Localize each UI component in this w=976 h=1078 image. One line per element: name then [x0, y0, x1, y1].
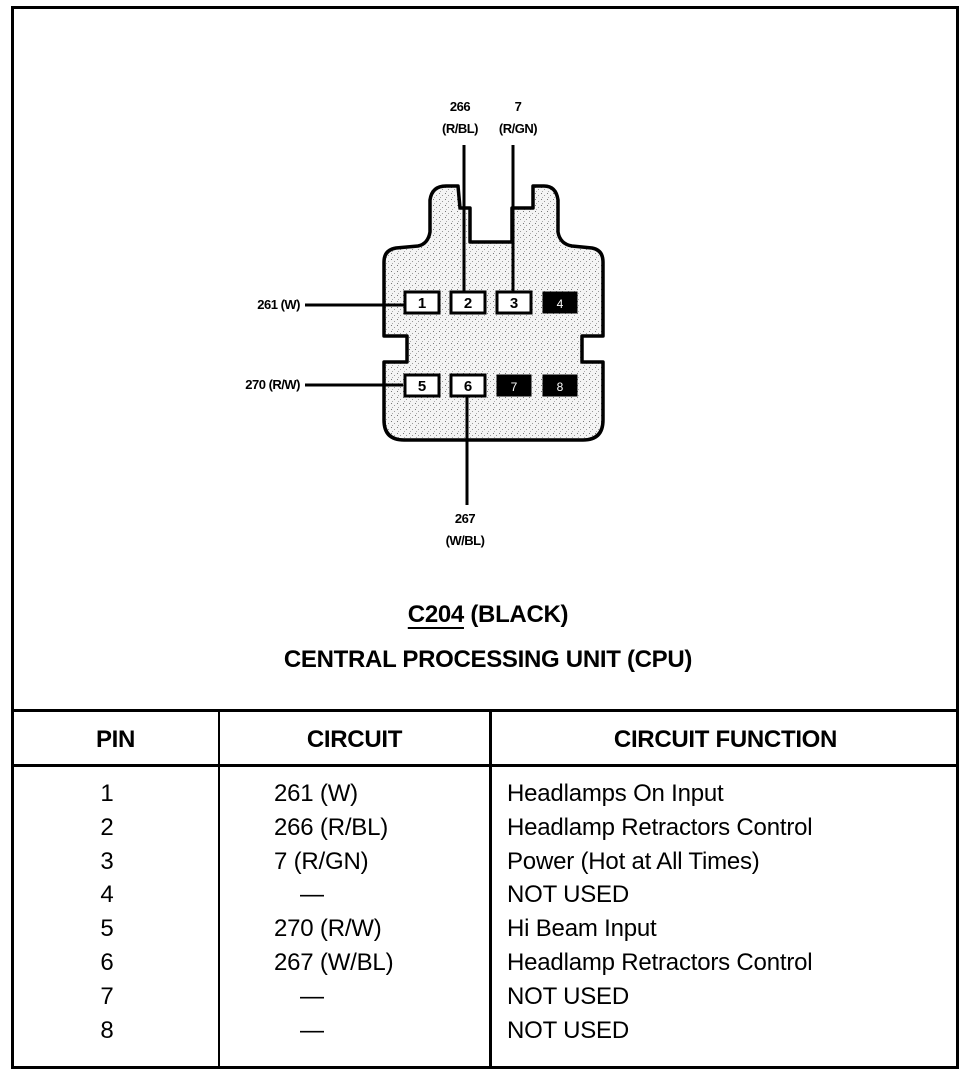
pin-cavity — [449, 290, 487, 315]
pin-cavity — [403, 373, 441, 398]
wire-label-pin3: 7 (R/GN) — [488, 96, 548, 140]
circuit-number: 267 — [454, 511, 476, 526]
pin-cell: 6 — [100, 948, 114, 976]
pin-cell: 2 — [100, 813, 114, 841]
function-cell: NOT USED — [507, 1016, 629, 1044]
function-cell: NOT USED — [507, 881, 629, 909]
pin-cell: 3 — [100, 847, 114, 875]
pin-number: 3 — [510, 295, 518, 312]
circuit-cell: 261 (W) — [274, 780, 358, 807]
connector-id: C204 — [407, 601, 464, 628]
wire-color: (W/BL) — [445, 533, 485, 548]
circuit-cell: 7 (R/GN) — [274, 847, 369, 875]
column-divider — [489, 709, 492, 1069]
circuit-column: 261 (W) 266 (R/BL) 7 (R/GN) — 270 (R/W) 267 (… — [274, 777, 484, 1047]
component-name: CENTRAL PROCESSING UNIT (CPU) — [283, 646, 693, 673]
column-divider — [218, 709, 220, 1069]
header-circuit-function: CIRCUIT FUNCTION — [613, 726, 838, 753]
pin-cell: 7 — [100, 982, 114, 1010]
pin-cavity — [449, 373, 487, 398]
circuit-number: 7 — [514, 99, 522, 114]
pin-cavity — [495, 290, 533, 315]
wire-label-pin1: 261 (W) — [257, 297, 300, 312]
diagram-frame — [11, 6, 959, 1069]
function-cell: Headlamp Retractors Control — [507, 948, 813, 976]
function-cell: Headlamp Retractors Control — [507, 813, 813, 841]
pin-cell: 1 — [100, 780, 114, 807]
pin-number: 1 — [418, 295, 426, 312]
circuit-cell: 266 (R/BL) — [274, 813, 389, 841]
pin-cell: 4 — [100, 881, 114, 909]
pin-cell: 5 — [100, 915, 114, 943]
header-pin: PIN — [95, 726, 136, 753]
circuit-cell: 267 (W/BL) — [274, 948, 394, 976]
circuit-cell: — — [300, 1016, 324, 1044]
pin-number: 5 — [418, 378, 426, 395]
pin-number: 2 — [464, 295, 472, 312]
pin-column: 1 2 3 4 5 6 7 8 — [95, 777, 119, 1047]
header-circuit: CIRCUIT — [306, 726, 403, 753]
pin-number: 8 — [557, 380, 564, 394]
pin-cavity-unused — [496, 374, 532, 397]
function-cell: Hi Beam Input — [507, 915, 657, 943]
connector-color: (BLACK) — [470, 601, 569, 628]
connector-diagram: 1 2 3 4 5 6 7 8 — [305, 145, 605, 505]
wire-color: (R/BL) — [442, 121, 479, 136]
circuit-cell: 270 (R/W) — [274, 915, 382, 943]
wire-color: (R/GN) — [498, 121, 538, 136]
wire-label-pin6: 267 (W/BL) — [435, 508, 495, 552]
pin-cavity-unused — [542, 374, 578, 397]
table-top-border — [11, 709, 959, 712]
pin-number: 6 — [464, 378, 472, 395]
function-cell: Headlamps On Input — [507, 780, 724, 807]
pin-number: 4 — [557, 297, 564, 311]
function-cell: Power (Hot at All Times) — [507, 847, 760, 875]
function-cell: NOT USED — [507, 982, 629, 1010]
circuit-cell: — — [300, 881, 324, 909]
wire-label-pin5: 270 (R/W) — [245, 377, 300, 392]
connector-title: C204 (BLACK) — [0, 601, 976, 629]
circuit-number: 266 — [449, 99, 471, 114]
pin-cavity — [403, 290, 441, 315]
pin-number: 7 — [511, 380, 518, 394]
wire-label-pin2: 266 (R/BL) — [430, 96, 490, 140]
circuit-cell: — — [300, 982, 324, 1010]
pin-cell: 8 — [100, 1016, 114, 1044]
pin-cavity-unused — [542, 291, 578, 314]
table-header-divider — [11, 764, 959, 767]
